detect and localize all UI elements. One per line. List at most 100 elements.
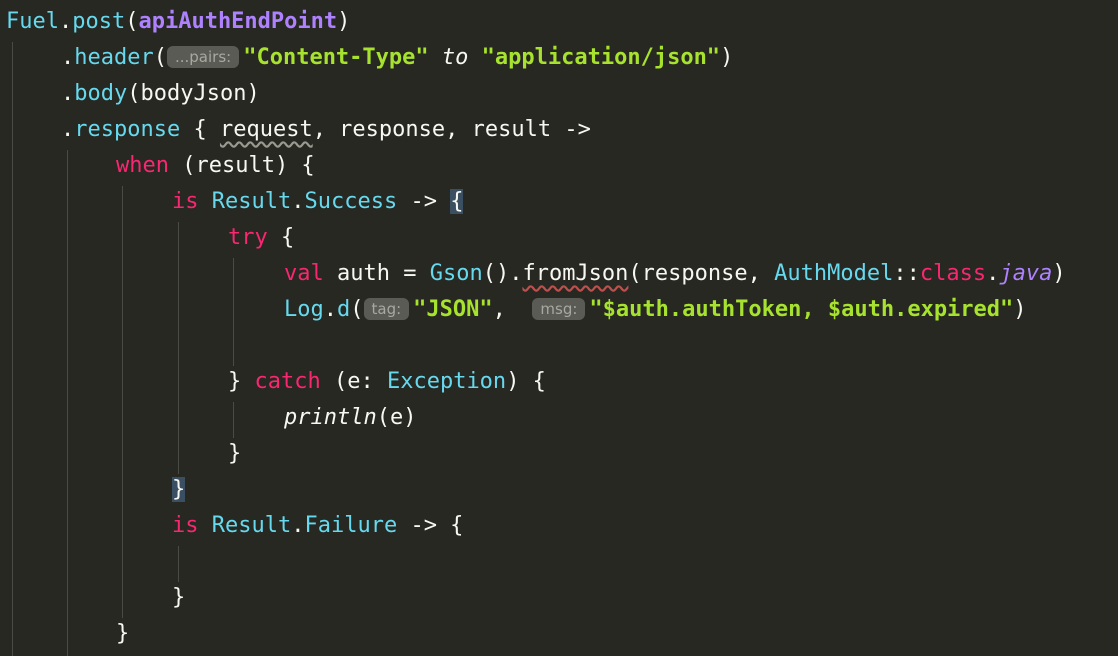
indent-guide: [12, 42, 13, 656]
token-text: ::: [893, 261, 920, 286]
token-brace: }: [172, 585, 186, 610]
indent-guide: [178, 546, 179, 582]
token-text: }: [228, 369, 255, 394]
token-keyword: when: [116, 153, 169, 178]
token-class: Gson: [429, 261, 483, 286]
token-text: {: [267, 225, 295, 250]
indent-guide: [233, 402, 234, 438]
code-line-15: is Result.Failure -> {: [172, 508, 463, 544]
token-space: [199, 189, 212, 214]
token-function: println: [284, 405, 377, 430]
token-text: ) {: [506, 369, 546, 394]
token-dot: .: [58, 9, 73, 34]
token-string: ": [1000, 297, 1014, 322]
token-property: java: [999, 261, 1053, 286]
code-line-5: when (result) {: [116, 148, 315, 184]
token-class: Exception: [386, 369, 507, 394]
token-function-error[interactable]: fromJson: [522, 261, 629, 286]
code-line-17: }: [172, 580, 185, 616]
token-arrow: ->: [397, 189, 451, 214]
token-keyword: catch: [254, 369, 321, 394]
indent-guide: [233, 258, 234, 366]
token-function: body: [74, 81, 128, 106]
token-text: (e:: [320, 369, 387, 394]
token-string: .authToken,: [668, 297, 828, 322]
token-text: ().: [482, 261, 523, 286]
token-function: post: [72, 9, 126, 34]
code-line-1: Fuel.post(apiAuthEndPoint): [6, 4, 350, 40]
code-line-11: } catch (e: Exception) {: [228, 364, 546, 400]
code-line-3: .body(bodyJson): [61, 76, 260, 112]
token-brace: }: [228, 441, 242, 466]
code-line-9: Log.d(tag:"JSON", msg:"$auth.authToken, …: [284, 292, 1027, 328]
token-keyword: class: [919, 261, 987, 286]
token-dot: .: [291, 189, 305, 214]
token-template-var: $auth: [602, 297, 669, 322]
token-class: Failure: [304, 513, 398, 538]
token-paren: ): [1052, 261, 1066, 286]
code-line-14: }: [172, 472, 186, 508]
token-string: .expired: [894, 297, 1001, 322]
token-dot: .: [61, 81, 75, 106]
code-line-18: }: [116, 616, 129, 652]
token-param-warning[interactable]: request: [219, 117, 313, 142]
token-paren: (: [125, 9, 139, 34]
param-hint-pairs: ...pairs:: [166, 46, 240, 68]
token-class: Result: [211, 513, 292, 538]
token-function: header: [74, 45, 154, 70]
token-args: (e): [376, 405, 417, 430]
token-dot: .: [61, 117, 75, 142]
token-string: ": [589, 297, 603, 322]
token-function: d: [337, 297, 351, 322]
code-line-12: println(e): [284, 400, 416, 436]
token-dot: .: [323, 297, 337, 322]
token-dot: .: [61, 45, 75, 70]
param-hint-tag: tag:: [363, 298, 410, 320]
indent-guide: [122, 186, 123, 618]
token-function: response: [74, 117, 181, 142]
token-dot: .: [986, 261, 1000, 286]
token-string: "Content-Type": [243, 45, 429, 70]
token-paren: (: [153, 45, 167, 70]
param-hint-msg: msg:: [532, 298, 586, 320]
token-template-var: $auth: [827, 297, 895, 322]
token-space: [199, 513, 212, 538]
code-line-13: }: [228, 436, 241, 472]
token-brace: }: [116, 621, 130, 646]
token-string: "JSON": [413, 297, 493, 322]
indent-guide: [178, 222, 179, 474]
matched-brace: }: [172, 477, 186, 502]
code-line-8: val auth = Gson().fromJson(response, Aut…: [284, 256, 1066, 292]
token-text: (response,: [628, 261, 775, 286]
token-class: Fuel: [6, 9, 59, 34]
token-text: auth =: [323, 261, 430, 286]
token-text: , response, result ->: [312, 117, 591, 142]
token-class: Success: [304, 189, 398, 214]
code-line-6: is Result.Success -> {: [172, 184, 464, 220]
token-class: AuthModel: [774, 261, 894, 286]
token-paren: (: [350, 297, 364, 322]
token-keyword: is: [172, 513, 199, 538]
indent-guide: [67, 150, 68, 656]
token-text: (result) {: [168, 153, 315, 178]
code-line-2: .header(...pairs:"Content-Type" to "appl…: [61, 40, 733, 76]
token-argument: apiAuthEndPoint: [138, 9, 338, 34]
code-line-7: try {: [228, 220, 294, 256]
token-text: {: [180, 117, 220, 142]
token-keyword: is: [172, 189, 199, 214]
token-paren: ): [337, 9, 351, 34]
token-infix: to: [428, 45, 482, 70]
token-text: -> {: [397, 513, 464, 538]
code-line-4: .response { request, response, result ->: [61, 112, 591, 148]
token-text: ,: [492, 297, 533, 322]
token-class: Log: [284, 297, 324, 322]
token-class: Result: [211, 189, 292, 214]
token-string: "application/json": [481, 45, 721, 70]
token-keyword: try: [228, 225, 268, 250]
token-paren: ): [720, 45, 734, 70]
token-paren: ): [1013, 297, 1027, 322]
token-args: (bodyJson): [127, 81, 260, 106]
token-dot: .: [291, 513, 305, 538]
matched-brace: {: [450, 189, 464, 214]
